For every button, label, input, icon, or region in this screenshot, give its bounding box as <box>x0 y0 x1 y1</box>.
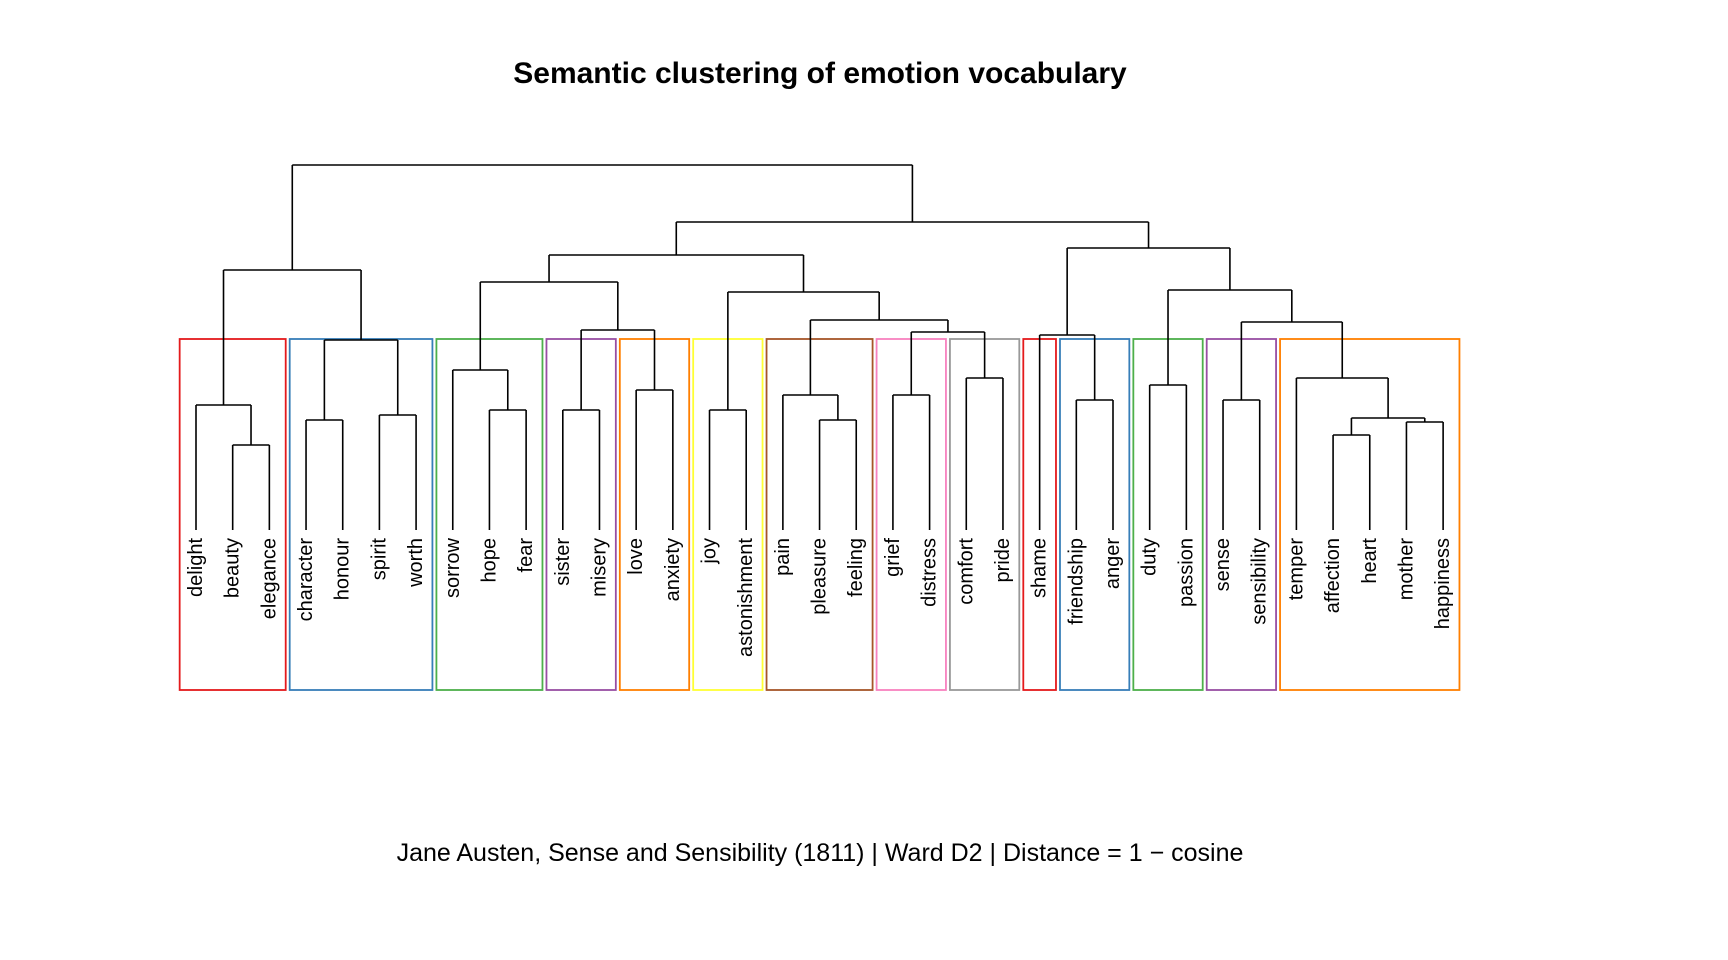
cluster-box <box>618 338 691 691</box>
cluster-box <box>435 338 544 691</box>
leaf-label: misery <box>588 538 610 597</box>
leaf-label: anger <box>1102 538 1124 589</box>
leaf-label: honour <box>332 538 354 601</box>
leaf-label: sister <box>552 538 574 586</box>
leaf-label: comfort <box>955 538 977 605</box>
leaf-label: shame <box>1029 538 1051 598</box>
leaf-label: feeling <box>845 538 867 597</box>
leaf-label: grief <box>882 538 904 577</box>
cluster-box <box>288 338 434 691</box>
leaf-label: elegance <box>258 538 280 619</box>
leaf-label: pain <box>772 538 794 576</box>
leaf-label: worth <box>405 538 427 588</box>
leaf-label: duty <box>1139 538 1161 576</box>
cluster-box <box>178 338 287 691</box>
leaf-label: joy <box>699 538 721 565</box>
leaf-label: delight <box>185 538 207 597</box>
leaf-label: astonishment <box>735 538 757 657</box>
cluster-box <box>949 338 1021 691</box>
leaf-label: temper <box>1285 538 1307 601</box>
leaf-label: spirit <box>368 538 390 581</box>
leaf-label: distress <box>919 538 941 607</box>
leaf-label: mother <box>1395 538 1417 601</box>
leaf-label: happiness <box>1432 538 1454 629</box>
leaf-label: friendship <box>1065 538 1087 625</box>
cluster-box <box>765 338 874 691</box>
leaf-labels: delight beauty elegance character honour spir… <box>185 537 1454 657</box>
chart-title: Semantic clustering of emotion vocabular… <box>513 57 1127 90</box>
leaf-label: affection <box>1322 538 1344 613</box>
cluster-box <box>1279 338 1461 691</box>
leaf-label: character <box>295 538 317 622</box>
chart-caption: Jane Austen, Sense and Sensibility (1811… <box>397 839 1244 867</box>
dendrogram-links <box>195 164 1444 530</box>
leaf-label: anxiety <box>662 538 684 601</box>
leaf-label: pleasure <box>809 538 831 615</box>
leaf-label: sensibility <box>1249 538 1271 625</box>
leaf-label: fear <box>515 538 537 573</box>
leaf-label: sense <box>1212 538 1234 591</box>
leaf-label: hope <box>478 538 500 583</box>
cluster-box <box>1132 338 1204 691</box>
leaf-label: love <box>625 538 647 575</box>
leaf-label: passion <box>1175 538 1197 607</box>
leaf-label: heart <box>1359 538 1381 584</box>
leaf-label: pride <box>992 538 1014 582</box>
leaf-label: sorrow <box>442 537 464 598</box>
leaf-label: beauty <box>222 538 244 598</box>
